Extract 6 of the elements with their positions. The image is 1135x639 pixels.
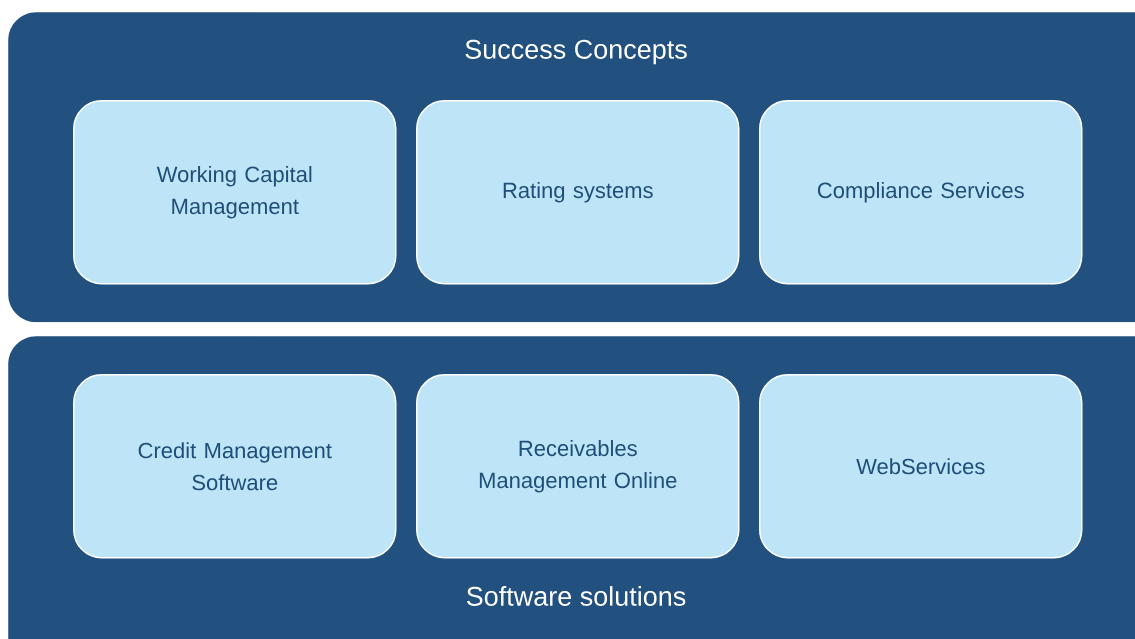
box: Receivables Management Online bbox=[416, 374, 740, 559]
box: Compliance Services bbox=[759, 100, 1083, 285]
box: Working Capital Management bbox=[73, 100, 397, 285]
box: Rating systems bbox=[416, 100, 740, 285]
box: Credit Management Software bbox=[73, 374, 397, 559]
box: WebServices bbox=[759, 374, 1083, 559]
